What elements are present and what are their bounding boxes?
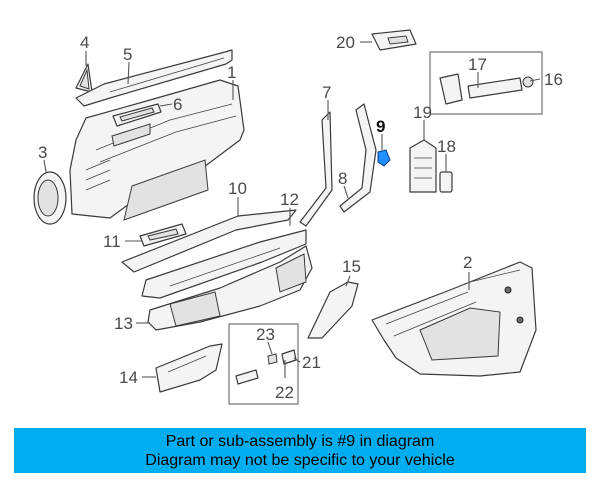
part-8-drawing bbox=[339, 103, 377, 213]
part-4-drawing bbox=[75, 63, 93, 93]
part-5-drawing bbox=[75, 49, 233, 107]
callout-3: 3 bbox=[38, 143, 47, 162]
callout-20: 20 bbox=[336, 33, 355, 52]
callout-9: 9 bbox=[376, 117, 385, 136]
callout-18: 18 bbox=[437, 137, 456, 156]
part-3-drawing bbox=[33, 171, 67, 225]
callout-17: 17 bbox=[468, 55, 487, 74]
part-19-drawing bbox=[409, 139, 437, 193]
callout-6: 6 bbox=[173, 95, 182, 114]
callout-10: 10 bbox=[228, 179, 247, 198]
part-9-drawing bbox=[377, 149, 391, 167]
part-18-drawing bbox=[439, 171, 453, 193]
callout-11: 11 bbox=[103, 232, 121, 251]
leader-lines bbox=[43, 41, 541, 378]
part-14-drawing bbox=[155, 343, 223, 393]
parts-diagram: 4 5 1 6 3 10 11 12 13 14 7 8 9 15 2 20 1… bbox=[33, 29, 563, 405]
part-15-drawing bbox=[307, 281, 359, 339]
callout-2: 2 bbox=[463, 253, 472, 272]
callout-22: 22 bbox=[275, 383, 294, 402]
callout-4: 4 bbox=[80, 33, 89, 52]
callout-8: 8 bbox=[338, 169, 347, 188]
part-12-drawing bbox=[141, 229, 307, 299]
part-20-drawing bbox=[371, 29, 417, 51]
callout-12: 12 bbox=[280, 190, 299, 209]
info-banner: Part or sub-assembly is #9 in diagram Di… bbox=[14, 428, 586, 473]
callout-23: 23 bbox=[256, 325, 275, 344]
banner-line-2: Diagram may not be specific to your vehi… bbox=[145, 451, 455, 469]
callout-13: 13 bbox=[114, 314, 133, 333]
callout-14: 14 bbox=[119, 368, 138, 387]
callout-19: 19 bbox=[413, 103, 432, 122]
callout-labels: 4 5 1 6 3 10 11 12 13 14 7 8 9 15 2 20 1… bbox=[38, 33, 563, 402]
parts-16-17-box bbox=[429, 51, 543, 115]
callout-15: 15 bbox=[342, 257, 361, 276]
part-11-drawing bbox=[139, 223, 187, 247]
part-6-drawing bbox=[112, 103, 162, 127]
callout-7: 7 bbox=[322, 83, 331, 102]
banner-line-1: Part or sub-assembly is #9 in diagram bbox=[165, 432, 435, 450]
part-13-drawing bbox=[147, 245, 313, 331]
callout-21: 21 bbox=[302, 353, 321, 372]
callout-5: 5 bbox=[123, 45, 132, 64]
part-7-drawing bbox=[299, 111, 333, 227]
callout-1: 1 bbox=[227, 63, 236, 82]
part-2-drawing bbox=[371, 261, 537, 377]
callout-16: 16 bbox=[544, 70, 563, 89]
part-1-drawing bbox=[69, 79, 245, 221]
parts-21-23-box bbox=[228, 323, 299, 405]
